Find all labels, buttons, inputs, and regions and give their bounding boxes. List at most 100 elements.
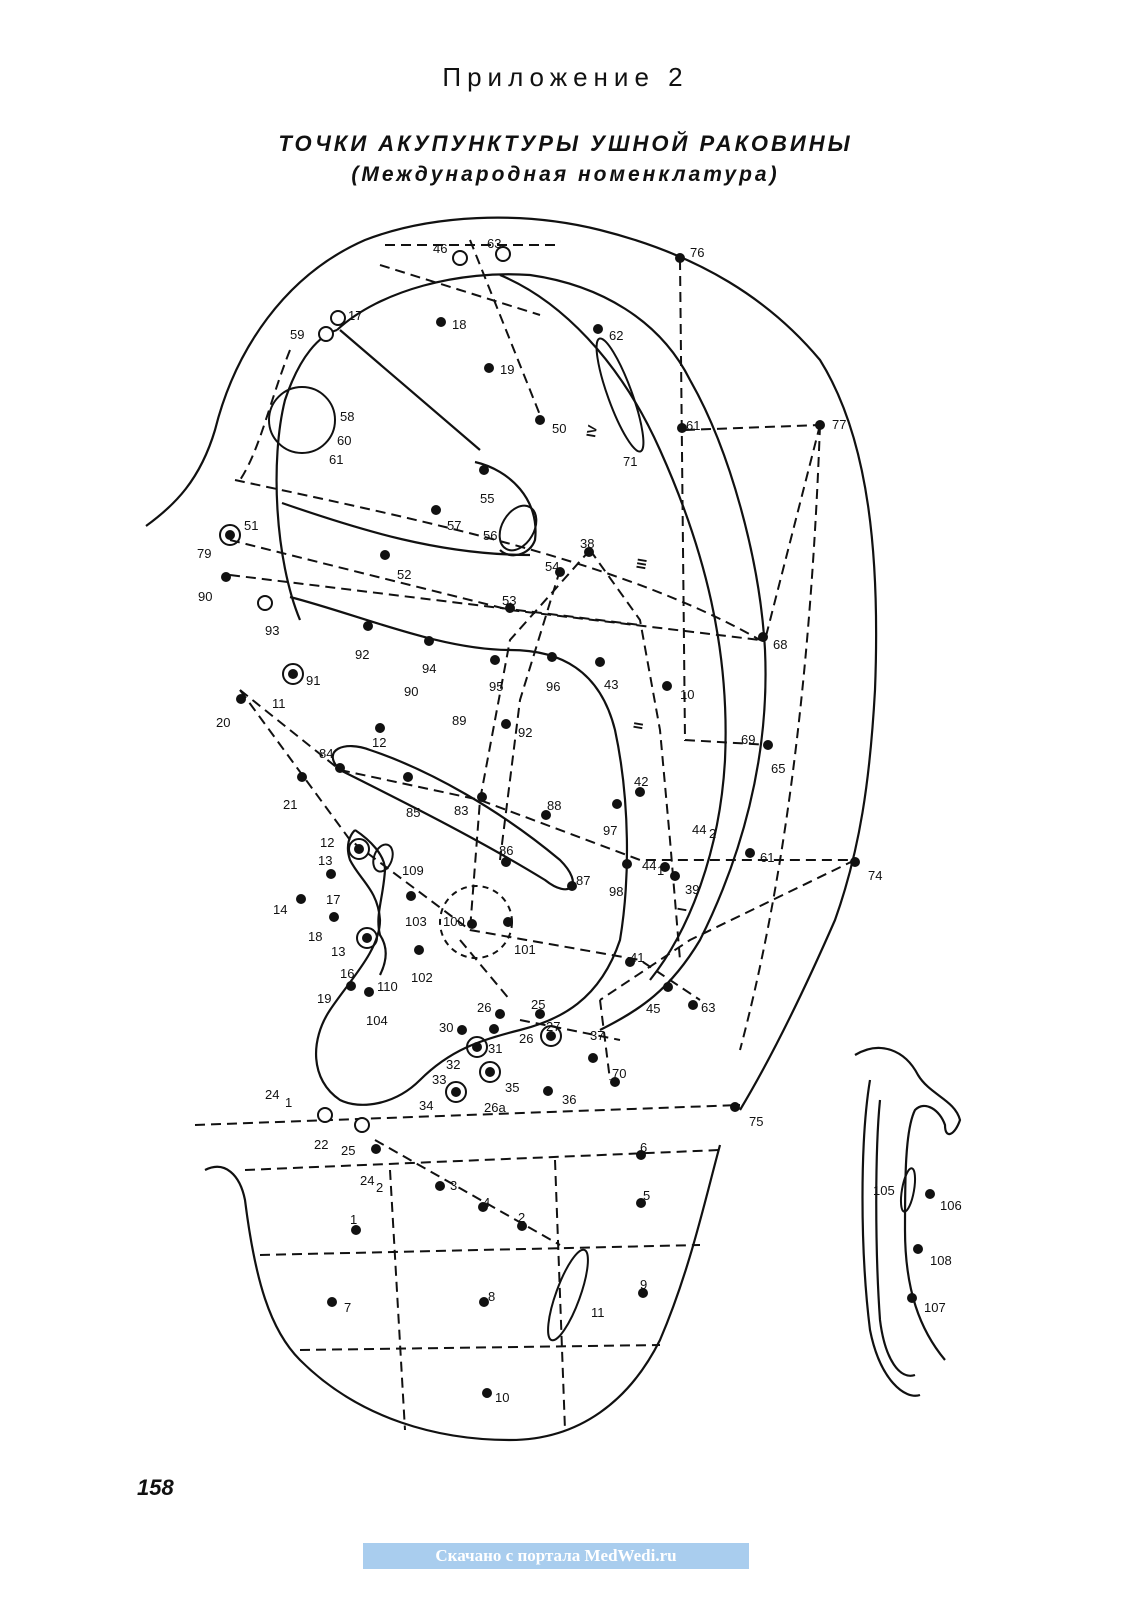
point-label: 79 bbox=[197, 546, 211, 561]
acupoint-dot bbox=[414, 945, 424, 955]
point-label: 57 bbox=[447, 518, 461, 533]
fossa-upper bbox=[339, 329, 481, 451]
point-label: 68 bbox=[773, 637, 787, 652]
point-label: 90 bbox=[404, 684, 418, 699]
acupoint-dot bbox=[327, 1297, 337, 1307]
point-label: 11 bbox=[591, 1305, 605, 1320]
point-label: 26а bbox=[484, 1100, 506, 1115]
acupoint-dot bbox=[670, 871, 680, 881]
point-label: 16 bbox=[340, 966, 354, 981]
point-label: 4 bbox=[483, 1195, 490, 1210]
acupoint-ring bbox=[356, 927, 378, 949]
point-label: 56 bbox=[483, 528, 497, 543]
acupoint-open-circle bbox=[354, 1117, 370, 1133]
acupoint-dot bbox=[467, 919, 477, 929]
point-label: 25 bbox=[341, 1143, 355, 1158]
point-label: 60 bbox=[337, 433, 351, 448]
point-label: 92 bbox=[518, 725, 532, 740]
point-label: 14 bbox=[273, 902, 287, 917]
point-label: 26 bbox=[477, 1000, 491, 1015]
acupoint-dot bbox=[451, 1087, 461, 1097]
acupoint-dot bbox=[329, 912, 339, 922]
point-label: 44 bbox=[692, 822, 706, 837]
point-label: 19 bbox=[500, 362, 514, 377]
acupoint-dot bbox=[541, 810, 551, 820]
point-label: 18 bbox=[308, 929, 322, 944]
point-label: 54 bbox=[545, 559, 559, 574]
tragus-outline bbox=[354, 829, 387, 976]
acupoint-dot bbox=[913, 1244, 923, 1254]
point-label: 24 bbox=[360, 1173, 374, 1188]
point-label: 103 bbox=[405, 914, 427, 929]
acupoint-dot bbox=[535, 1009, 545, 1019]
point-label: 32 bbox=[446, 1057, 460, 1072]
point-label: 50 bbox=[552, 421, 566, 436]
acupoint-dot bbox=[850, 857, 860, 867]
point-label: 8 bbox=[488, 1289, 495, 1304]
acupoint-dot bbox=[588, 1053, 598, 1063]
point-label: 84 bbox=[319, 746, 333, 761]
point-label: 51 bbox=[244, 518, 258, 533]
point-label: 2 bbox=[376, 1180, 383, 1195]
acupoint-dot bbox=[371, 1144, 381, 1154]
acupoint-dot bbox=[406, 891, 416, 901]
point-label: 61 bbox=[686, 418, 700, 433]
acupoint-dot bbox=[593, 324, 603, 334]
point-label: 75 bbox=[749, 1114, 763, 1129]
acupoint-dot bbox=[490, 655, 500, 665]
hatch-zone-56 bbox=[498, 504, 538, 552]
point-label: 10 bbox=[680, 687, 694, 702]
point-label: 89 bbox=[452, 713, 466, 728]
acupoint-dot bbox=[595, 657, 605, 667]
point-label: 63 bbox=[487, 236, 501, 251]
point-label: 20 bbox=[216, 715, 230, 730]
point-label: 44 bbox=[642, 858, 656, 873]
acupoint-dot bbox=[472, 1042, 482, 1052]
point-label: 10 bbox=[495, 1390, 509, 1405]
zone-numeral: I bbox=[674, 906, 689, 912]
acupoint-dot bbox=[477, 792, 487, 802]
point-label: 74 bbox=[868, 868, 882, 883]
acupoint-ring bbox=[466, 1036, 488, 1058]
zone-58-circle bbox=[268, 386, 336, 454]
acupoint-ring bbox=[445, 1081, 467, 1103]
point-label: 11 bbox=[272, 696, 286, 711]
page-title: ТОЧКИ АКУПУНКТУРЫ УШНОЙ РАКОВИНЫ bbox=[278, 131, 853, 156]
acupoint-dot bbox=[346, 981, 356, 991]
acupoint-dot bbox=[501, 857, 511, 867]
acupoint-dot bbox=[403, 772, 413, 782]
acupoint-dot bbox=[815, 420, 825, 430]
acupoint-dot bbox=[505, 603, 515, 613]
acupoint-dot bbox=[662, 681, 672, 691]
acupoint-dot bbox=[479, 465, 489, 475]
point-label: 94 bbox=[422, 661, 436, 676]
acupoint-dot bbox=[567, 881, 577, 891]
point-label: 3 bbox=[450, 1178, 457, 1193]
acupoint-dot bbox=[925, 1189, 935, 1199]
point-label: 34 bbox=[419, 1098, 433, 1113]
point-label: 17 bbox=[348, 308, 362, 323]
point-label: 110 bbox=[377, 979, 398, 994]
acupoint-dot bbox=[354, 844, 364, 854]
point-label: 46 bbox=[433, 241, 447, 256]
zone-numeral: II bbox=[630, 721, 646, 731]
hatch-zone-11 bbox=[547, 1248, 589, 1342]
acupoint-dot bbox=[489, 1024, 499, 1034]
acupoint-dot bbox=[610, 1077, 620, 1087]
acupoint-dot bbox=[484, 363, 494, 373]
zone-divider-lines bbox=[194, 239, 856, 1431]
acupoint-dot bbox=[638, 1288, 648, 1298]
point-label: 39 bbox=[685, 882, 699, 897]
acupoint-ring bbox=[348, 838, 370, 860]
point-label: 93 bbox=[265, 623, 279, 638]
point-label: 98 bbox=[609, 884, 623, 899]
acupoint-ring bbox=[219, 524, 241, 546]
point-label: 100 bbox=[443, 914, 465, 929]
acupoint-dot bbox=[288, 669, 298, 679]
point-label: 26 bbox=[519, 1031, 533, 1046]
acupoint-open-circle bbox=[257, 595, 273, 611]
fossa-tip bbox=[474, 460, 537, 557]
acupoint-dot bbox=[335, 763, 345, 773]
acupoint-dot bbox=[517, 1221, 527, 1231]
